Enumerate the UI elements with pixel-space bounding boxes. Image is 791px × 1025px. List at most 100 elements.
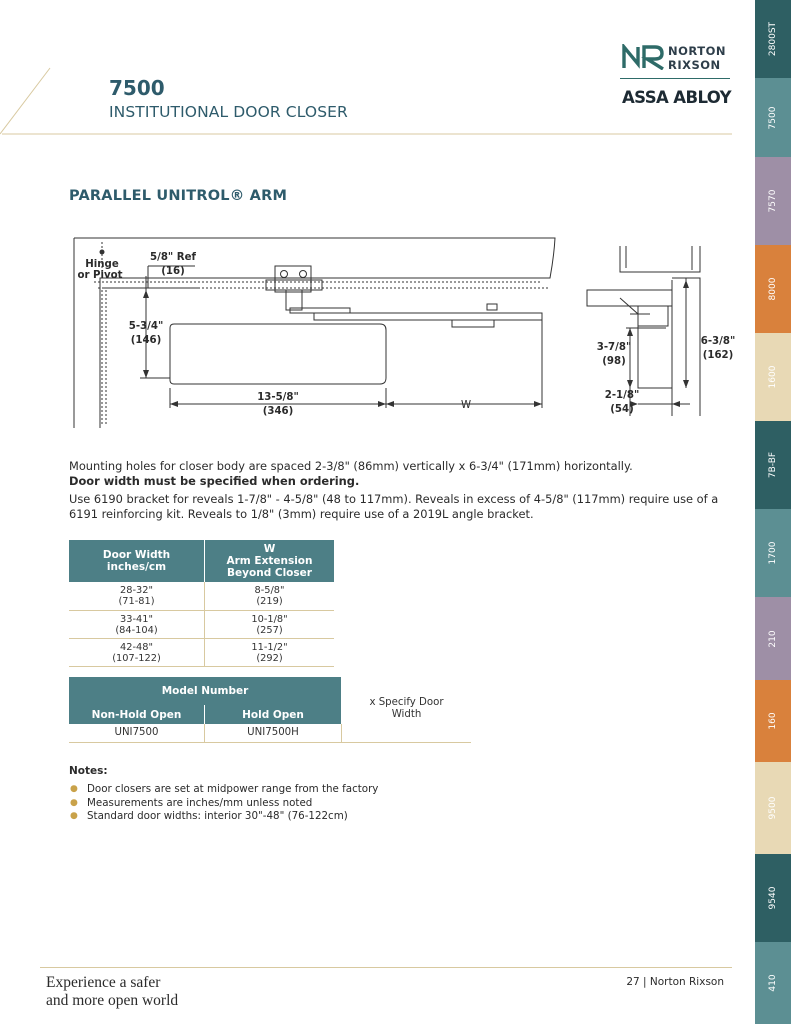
tab-8000[interactable]: 8000 <box>755 245 791 334</box>
side-depth-metric: (54) <box>610 404 634 415</box>
table-row: 33-41"(84-104) 10-1/8"(257) <box>69 610 334 639</box>
arm-extension-cell: 11-1/2"(292) <box>204 638 334 667</box>
notes-title: Notes: <box>69 765 108 777</box>
tab-410[interactable]: 410 <box>755 942 791 1025</box>
height-metric: (146) <box>131 335 162 346</box>
bullet-icon: ● <box>70 797 78 808</box>
cell-line: 8-5/8" <box>254 585 285 597</box>
ref-dimension: 5/8" Ref <box>150 252 197 263</box>
model-number-table: Model Number x Specify Door Width Non-Ho… <box>69 677 471 743</box>
side-depth-dimension: 2-1/8" <box>605 390 640 401</box>
cell-line: (84-104) <box>115 624 158 636</box>
page-number: 27 | Norton Rixson <box>626 976 724 988</box>
side-height-dimension: 3-7/8" <box>597 342 632 353</box>
tab-160[interactable]: 160 <box>755 680 791 763</box>
specify-door-width-text: x Specify Door Width <box>369 697 444 721</box>
footer-rule <box>40 967 732 968</box>
tab-7500[interactable]: 7500 <box>755 78 791 158</box>
norton-rixson-logo-icon <box>622 44 664 70</box>
w-dimension: W <box>461 400 471 411</box>
mounting-text: Mounting holes for closer body are space… <box>69 459 633 473</box>
tab-label: 410 <box>768 974 778 992</box>
bullet-icon: ● <box>70 811 78 821</box>
tab-9540[interactable]: 9540 <box>755 854 791 943</box>
tagline-line1: Experience a safer <box>46 974 161 991</box>
mounting-paragraph: Mounting holes for closer body are space… <box>69 459 729 489</box>
tab-label: 7500 <box>768 106 778 129</box>
tab-1700[interactable]: 1700 <box>755 509 791 598</box>
ref-metric: (16) <box>161 266 185 277</box>
cell-line: 10-1/8" <box>251 613 288 625</box>
tab-210[interactable]: 210 <box>755 597 791 681</box>
cell-line: (107-122) <box>112 652 161 664</box>
tab-label: 7B-BF <box>768 451 778 479</box>
model-number-header: Model Number <box>69 677 342 705</box>
list-item: ● Standard door widths: interior 30"-48" … <box>69 810 569 824</box>
bracket-paragraph: Use 6190 bracket for reveals 1-7/8" - 4-… <box>69 492 719 521</box>
door-width-warning: Door width must be specified when orderi… <box>69 474 360 488</box>
hold-open-header: Hold Open <box>204 705 342 724</box>
list-item: ● Measurements are inches/mm unless noted <box>69 797 569 811</box>
arm-extension-header-line1: W <box>263 543 276 555</box>
length-metric: (346) <box>263 406 294 417</box>
note-text: Door closers are set at midpower range f… <box>87 783 379 795</box>
tab-label: 7570 <box>768 189 778 213</box>
non-hold-open-header: Non-Hold Open <box>69 705 205 724</box>
tab-2800st[interactable]: 2800ST <box>755 0 791 79</box>
hold-open-model: UNI7500H <box>204 724 342 743</box>
product-number: 7500 <box>109 76 165 100</box>
door-width-table: Door Width inches/cm W Arm Extension Bey… <box>69 540 334 667</box>
cell-line: 33-41" <box>120 613 153 625</box>
arm-extension-header-line3: Beyond Closer <box>227 567 312 579</box>
footer-tagline: Experience a safer and more open world <box>46 974 178 1010</box>
cell-line: (71-81) <box>118 596 155 608</box>
table-row: 42-48"(107-122) 11-1/2"(292) <box>69 638 334 667</box>
logo-divider <box>620 78 730 79</box>
logo-norton: NORTON <box>668 44 726 58</box>
tab-7570[interactable]: 7570 <box>755 157 791 246</box>
tab-label: 2800ST <box>768 21 778 57</box>
section-title: PARALLEL UNITROL® ARM <box>69 188 288 204</box>
arm-extension-header-line2: Arm Extension <box>226 555 313 567</box>
tab-label: 9540 <box>768 886 778 910</box>
bullet-icon: ● <box>70 784 78 794</box>
door-width-cell: 28-32"(71-81) <box>69 582 205 611</box>
specify-door-width-note: x Specify Door Width <box>341 677 471 743</box>
arm-extension-header: W Arm Extension Beyond Closer <box>204 540 334 582</box>
tab-label: 9500 <box>768 796 778 820</box>
logo-rixson: RIXSON <box>668 58 721 72</box>
door-width-header: Door Width inches/cm <box>69 540 205 582</box>
cell-line: 28-32" <box>120 585 153 597</box>
height-dimension: 5-3/4" <box>129 321 164 332</box>
list-item: ● Door closers are set at midpower range … <box>69 783 569 797</box>
tagline-line2: and more open world <box>46 992 179 1009</box>
arm-extension-cell: 10-1/8"(257) <box>204 610 334 639</box>
note-text: Measurements are inches/mm unless noted <box>87 796 313 809</box>
non-hold-open-model: UNI7500 <box>69 724 205 743</box>
tab-label: 210 <box>768 629 778 648</box>
door-width-header-line1: Door Width <box>102 549 171 561</box>
header-rule <box>0 67 732 135</box>
arm-extension-cell: 8-5/8"(219) <box>204 582 334 611</box>
side-total-metric: (162) <box>703 350 734 361</box>
side-total-dimension: 6-3/8" <box>701 336 736 347</box>
length-dimension: 13-5/8" <box>257 392 299 403</box>
note-text: Standard door widths: interior 30"-48" (… <box>87 810 348 822</box>
cell-line: (292) <box>256 652 283 664</box>
tab-label: 1700 <box>768 541 778 565</box>
tab-9500[interactable]: 9500 <box>755 762 791 855</box>
door-width-cell: 42-48"(107-122) <box>69 638 205 667</box>
cell-line: (257) <box>256 624 283 636</box>
section-tabs: 2800ST 7500 7570 8000 1600 7B-BF 1700 21… <box>755 0 791 1025</box>
closer-dimension-drawing: Hinge or Pivot 5/8" Ref (16) 5-3/4" (146… <box>73 237 736 428</box>
cell-line: (219) <box>256 596 283 608</box>
door-width-cell: 33-41"(84-104) <box>69 610 205 639</box>
tab-1600[interactable]: 1600 <box>755 333 791 422</box>
door-width-header-line2: inches/cm <box>106 561 167 573</box>
tab-label: 8000 <box>768 277 778 301</box>
hinge-label: Hinge <box>85 259 119 270</box>
tab-label: 160 <box>768 712 778 730</box>
cell-line: 11-1/2" <box>251 641 288 653</box>
tab-7b-bf[interactable]: 7B-BF <box>755 421 791 510</box>
cell-line: 42-48" <box>120 641 153 653</box>
